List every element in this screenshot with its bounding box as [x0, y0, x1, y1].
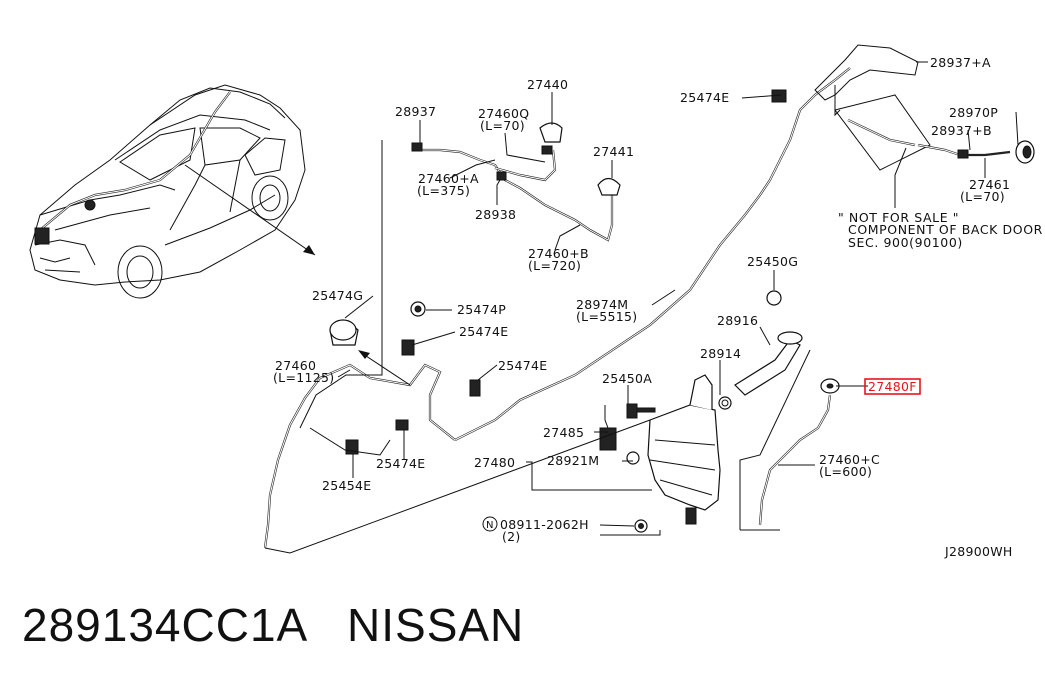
- label-25454e: 25454E: [322, 478, 371, 493]
- connector-28937: [411, 142, 423, 152]
- rear-nozzle-assembly: [834, 94, 1035, 171]
- connector-28937b: [957, 149, 969, 159]
- label-25474e-low: 25474E: [376, 456, 425, 471]
- label-27460: 27460: [275, 358, 316, 373]
- label-28937b: 28937+B: [931, 123, 992, 138]
- front-hose-branch: [411, 122, 621, 242]
- clip-25474e-mid: [401, 339, 415, 356]
- label-27485: 27485: [543, 425, 584, 440]
- label-27440: 27440: [527, 77, 568, 92]
- label-25474e-mid: 25474E: [459, 324, 508, 339]
- label-27461-length: (L=70): [960, 189, 1005, 204]
- label-27460-length: (L=1125): [273, 370, 334, 385]
- label-28974m-length: (L=5515): [576, 309, 637, 324]
- diagram-code: J28900WH: [944, 544, 1013, 559]
- label-08911: 08911-2062H: [500, 517, 589, 532]
- nozzle-27441: [597, 177, 621, 196]
- note-back-door: COMPONENT OF BACK DOOR: [848, 222, 1043, 237]
- label-28921m: 28921M: [547, 453, 599, 468]
- label-28916: 28916: [717, 313, 758, 328]
- boundary-lines: [264, 85, 841, 554]
- main-hose-28974m: [454, 44, 919, 441]
- label-27460q-length: (L=70): [480, 118, 525, 133]
- note-section: SEC. 900(90100): [848, 235, 963, 250]
- label-27460c-length: (L=600): [819, 464, 872, 479]
- footer-brand: NISSAN: [347, 599, 525, 651]
- pointer-line: [184, 164, 316, 256]
- pointer-arrowhead: [303, 245, 315, 255]
- label-28970p: 28970P: [949, 105, 998, 120]
- clip-25474e-low: [395, 419, 409, 431]
- label-28938: 28938: [475, 207, 516, 222]
- label-25450a: 25450A: [602, 371, 652, 386]
- label-27461: 27461: [969, 177, 1010, 192]
- clip-25474e-right: [469, 379, 481, 397]
- leader-lines: [337, 61, 1019, 536]
- label-27480f-highlighted: 27480F: [868, 379, 917, 394]
- label-25450g: 25450G: [747, 254, 798, 269]
- label-27460q: 27460Q: [478, 106, 529, 121]
- label-27460b-length: (L=720): [528, 258, 581, 273]
- circle-n-symbol: [482, 516, 498, 532]
- footer-part-number: 289134CC1A: [22, 599, 306, 651]
- label-27480: 27480: [474, 455, 515, 470]
- note-not-for-sale: " NOT FOR SALE ": [838, 210, 959, 225]
- label-28914: 28914: [700, 346, 741, 361]
- label-27460a-length: (L=375): [417, 183, 470, 198]
- grommet-27485: [626, 451, 640, 465]
- cap-25450g: [766, 290, 782, 306]
- nozzle-27440: [539, 122, 563, 143]
- callout-labels: 28937+A 25474E 28970P 28937+B 27461 (L=7…: [273, 55, 1043, 559]
- connector-28938: [496, 171, 507, 181]
- bolt-25450a: [626, 403, 638, 419]
- label-28937a: 28937+A: [930, 55, 991, 70]
- label-27441: 27441: [593, 144, 634, 159]
- label-25474e-top: 25474E: [680, 90, 729, 105]
- label-25474e-right: 25474E: [498, 358, 547, 373]
- label-08911-qty: (2): [502, 529, 521, 544]
- label-28974m: 28974M: [576, 297, 628, 312]
- label-27460a: 27460+A: [418, 171, 479, 186]
- washer-reservoir: [599, 290, 840, 533]
- vehicle-illustration: [29, 84, 316, 299]
- symbol-n: N: [486, 520, 494, 531]
- highlight-box: [864, 378, 921, 395]
- label-28937: 28937: [395, 104, 436, 119]
- footer-title: 289134CC1A NISSAN: [22, 598, 524, 652]
- label-25474p: 25474P: [457, 302, 506, 317]
- pump-28921m: [599, 427, 617, 451]
- label-27460c: 27460+C: [819, 452, 880, 467]
- left-hose-27460: [263, 89, 787, 549]
- label-27460b: 27460+B: [528, 246, 589, 261]
- label-25474g: 25474G: [312, 288, 363, 303]
